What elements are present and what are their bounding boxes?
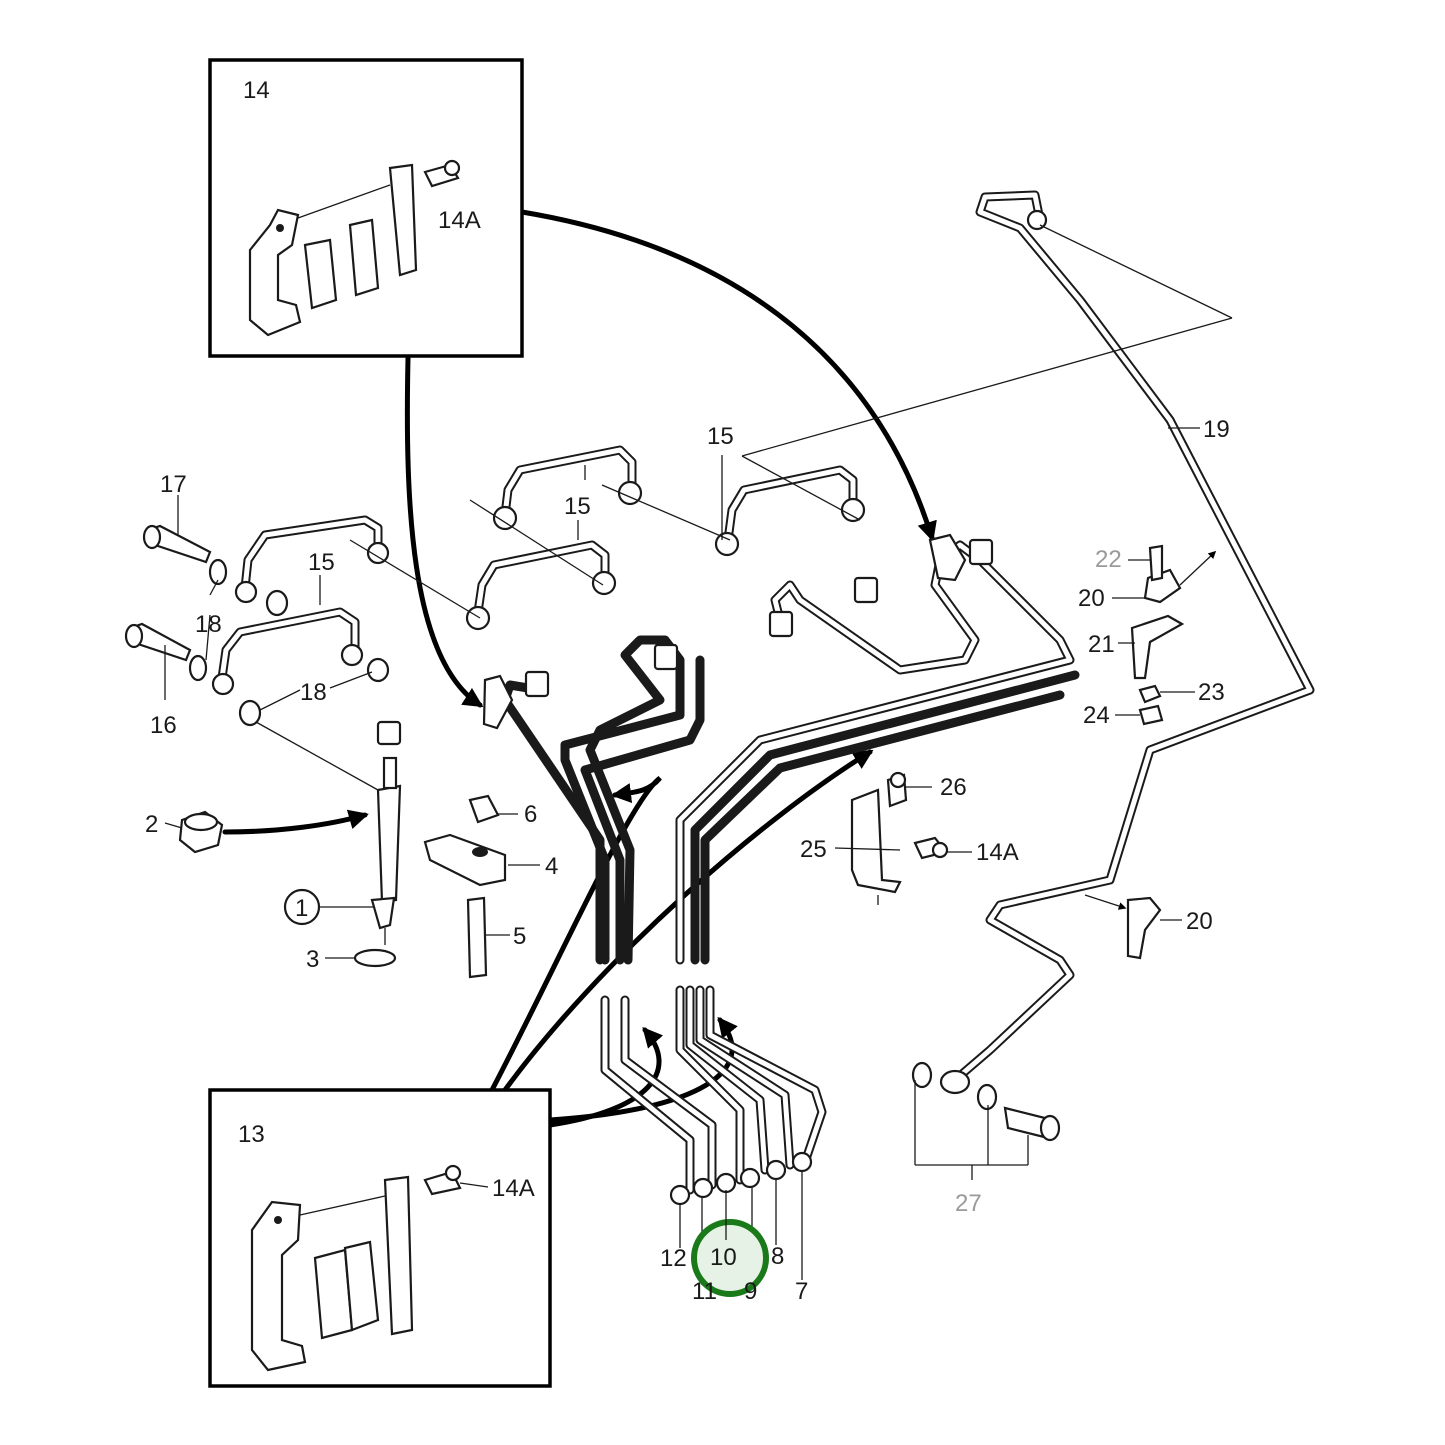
detail-box-14: 14 14A — [208, 58, 524, 358]
callout-25: 25 — [800, 836, 827, 863]
callout-20-a: 20 — [1078, 585, 1105, 612]
injector-assembly — [178, 756, 507, 979]
callout-19: 19 — [1203, 416, 1230, 443]
callout-21: 21 — [1088, 631, 1115, 658]
highlight-part-10[interactable] — [691, 1190, 769, 1297]
pipe-clamp-bracket-long — [250, 1164, 462, 1372]
pipe-clamp-bracket — [248, 159, 461, 337]
callout-23: 23 — [1198, 679, 1225, 706]
callout-14a-top: 14A — [438, 207, 481, 234]
callout-20-b: 20 — [1186, 908, 1213, 935]
callout-22: 22 — [1095, 546, 1122, 573]
callout-3: 3 — [306, 946, 319, 973]
banjo-bolts-washers — [124, 524, 390, 727]
callout-9: 9 — [744, 1278, 757, 1305]
callout-13: 13 — [238, 1121, 265, 1148]
callout-15-c: 15 — [308, 549, 335, 576]
callout-14: 14 — [243, 77, 270, 104]
callout-26: 26 — [940, 774, 967, 801]
pipe-support-bracket — [850, 771, 949, 894]
pipe-nuts — [211, 480, 994, 1206]
callout-4: 4 — [545, 853, 558, 880]
leak-off-return-pipe — [911, 190, 1315, 1142]
callout-18-b: 18 — [300, 679, 327, 706]
callout-5: 5 — [513, 923, 526, 950]
callout-14a-bottom: 14A — [492, 1175, 535, 1202]
callout-1: 1 — [295, 895, 308, 922]
callout-6: 6 — [524, 801, 537, 828]
callout-24: 24 — [1083, 702, 1110, 729]
callout-1-circle — [283, 888, 321, 926]
callout-11: 11 — [692, 1278, 717, 1305]
callout-labels: 1 2 3 4 5 6 7 8 9 10 11 12 15 15 15 16 1… — [145, 416, 1230, 1305]
callout-14a-mid: 14A — [976, 839, 1019, 866]
leader-lines — [164, 224, 1233, 1285]
callout-12: 12 — [660, 1245, 687, 1272]
detail-box-13: 13 14A — [208, 1088, 552, 1388]
callout-27: 27 — [955, 1190, 982, 1217]
detail-reference-arrows — [222, 209, 937, 1128]
callout-2: 2 — [145, 811, 158, 838]
callout-10[interactable]: 10 — [710, 1244, 737, 1271]
callout-15-b: 15 — [564, 493, 591, 520]
callout-18-a: 18 — [195, 611, 222, 638]
callout-7: 7 — [795, 1278, 808, 1305]
callout-15-a: 15 — [707, 423, 734, 450]
callout-8: 8 — [771, 1243, 784, 1270]
callout-17: 17 — [160, 471, 187, 498]
callout-16: 16 — [150, 712, 177, 739]
